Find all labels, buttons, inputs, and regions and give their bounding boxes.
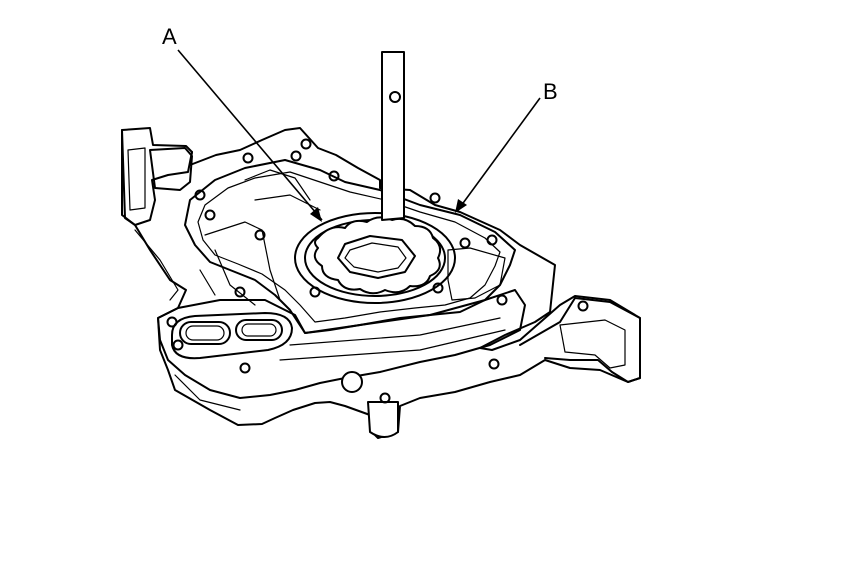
leader-a-arrowhead [310,207,322,222]
leader-b [457,97,541,211]
right-bracket-face [559,319,626,369]
bottom-boss [367,401,399,438]
callout-label-b: B [543,79,558,104]
oval-port-1 [179,321,231,345]
drain-boss [341,371,363,393]
leader-b-arrowhead [455,199,467,213]
channel-left-2 [199,249,256,306]
tool-rod-pin [389,91,401,103]
oval-port-1-inner [185,325,225,341]
tool-rod [381,51,405,221]
channel-right [447,247,506,301]
left-flange-detail [127,147,179,301]
left-boss [149,147,193,191]
right-bracket [519,297,641,383]
bolt-holes [166,138,589,404]
front-face [157,289,526,399]
callout-label-a: A [162,24,177,49]
oval-port-frame [171,312,293,360]
oval-port-2-inner [241,323,277,337]
left-flange [121,129,193,226]
face-lines [174,317,506,411]
inner-rotor-bore-shade [344,242,407,273]
oval-port-2 [235,319,283,341]
gasket-face [184,159,516,334]
leader-a [177,49,323,221]
